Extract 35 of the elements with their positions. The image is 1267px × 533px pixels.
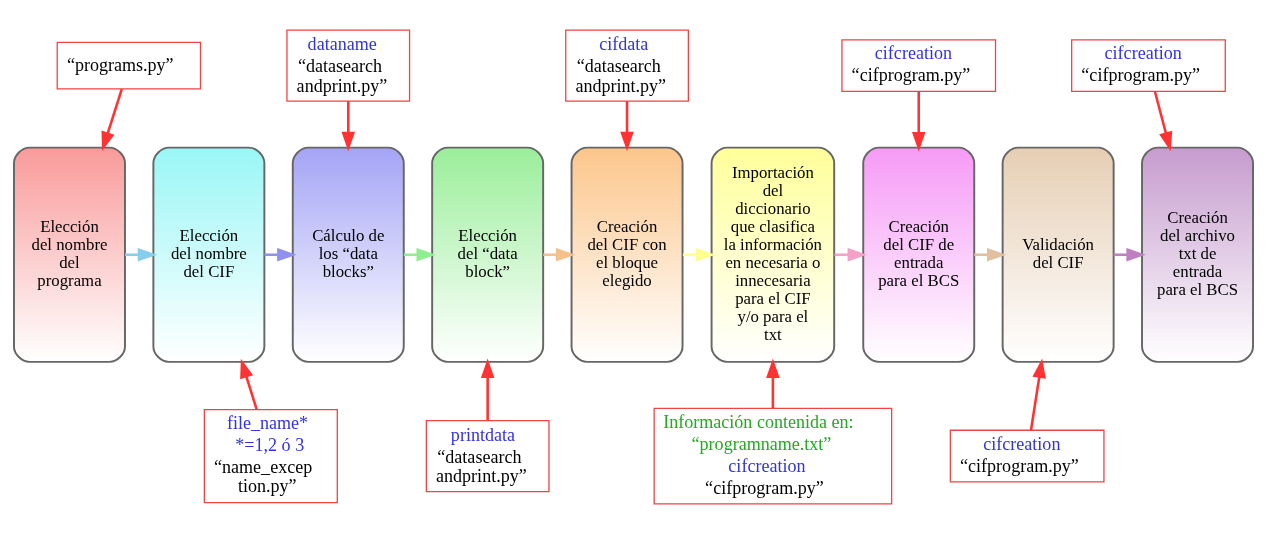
- node-box: printdata “datasearch andprint.py”: [425, 419, 550, 492]
- node-box: Importación del diccionario que clasifica la información en necesaria o innecesaria para el CIF y/o para el txt: [710, 146, 836, 363]
- arrow: [240, 358, 258, 410]
- arrow: [766, 358, 780, 408]
- arrow: [403, 247, 436, 262]
- arrow: [543, 247, 576, 262]
- node-box: Elección del nombre del programa: [13, 146, 126, 363]
- node-box: cifcreation “cifprogram.py”: [1071, 38, 1226, 92]
- node-box: cifcreation “cifprogram.py”: [949, 429, 1105, 483]
- arrow: [1113, 247, 1146, 262]
- node-box: Validación del CIF: [1001, 146, 1115, 363]
- arrow: [1029, 358, 1046, 430]
- arrow: [480, 358, 495, 420]
- arrow: [620, 100, 634, 151]
- node-box: Elección del nombre del CIF: [152, 146, 266, 363]
- arrow: [125, 247, 158, 262]
- node-box: Creación del CIF de entrada para el BCS: [862, 146, 976, 363]
- node-box: Cálculo de los “data blocks”: [291, 146, 405, 363]
- arrow: [911, 91, 926, 151]
- node-box: dataname “datasearch andprint.py”: [286, 29, 411, 102]
- node-box: Creación del CIF con el bloque elegido: [570, 146, 684, 363]
- node-box: cifdata “datasearch andprint.py”: [565, 29, 689, 102]
- node-box: Elección del “data block”: [431, 146, 545, 363]
- node-box: Información contenida en: “programname.txt” cifcreation “cifprogram.py”: [653, 407, 893, 504]
- arrow: [1153, 90, 1173, 151]
- node-box: “programs.py”: [56, 41, 202, 90]
- arrow: [834, 247, 867, 262]
- arrow: [101, 88, 124, 151]
- node-box: cifcreation “cifprogram.py”: [841, 38, 997, 92]
- arrow: [974, 247, 1007, 262]
- node-box: file_name* *=1,2 ó 3 “name_excep tion.py”: [203, 408, 338, 503]
- arrow: [682, 247, 716, 262]
- arrow: [341, 100, 356, 151]
- arrow: [264, 247, 297, 262]
- node-box: Creación del archivo txt de entrada para el BCS: [1141, 146, 1254, 363]
